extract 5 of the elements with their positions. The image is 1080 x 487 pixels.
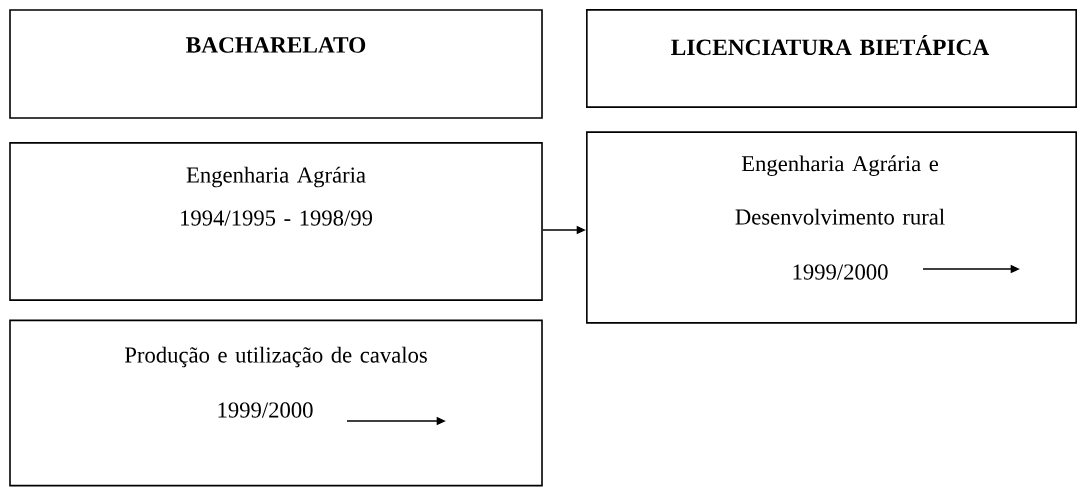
text-box: LICENCIATURA BIETÁPICA <box>586 9 1077 108</box>
text-box: Engenharia Agrária e Desenvolvimento rural 1999/2000 <box>586 131 1077 324</box>
text-box: BACHARELATO <box>9 9 543 119</box>
text-box: Produção e utilização de cavalos 1999/2000 <box>9 319 543 487</box>
text-box: Engenharia Agrária 1994/1995 - 1998/99 <box>9 142 543 301</box>
